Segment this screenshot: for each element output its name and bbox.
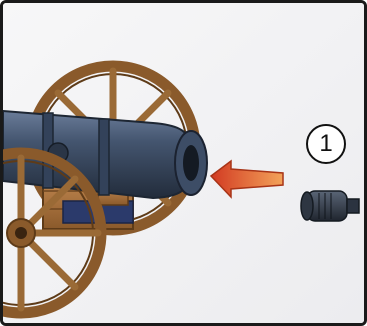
step-number-badge: 1: [306, 124, 346, 164]
assembly-illustration: [3, 3, 364, 323]
step-number: 1: [319, 132, 332, 156]
